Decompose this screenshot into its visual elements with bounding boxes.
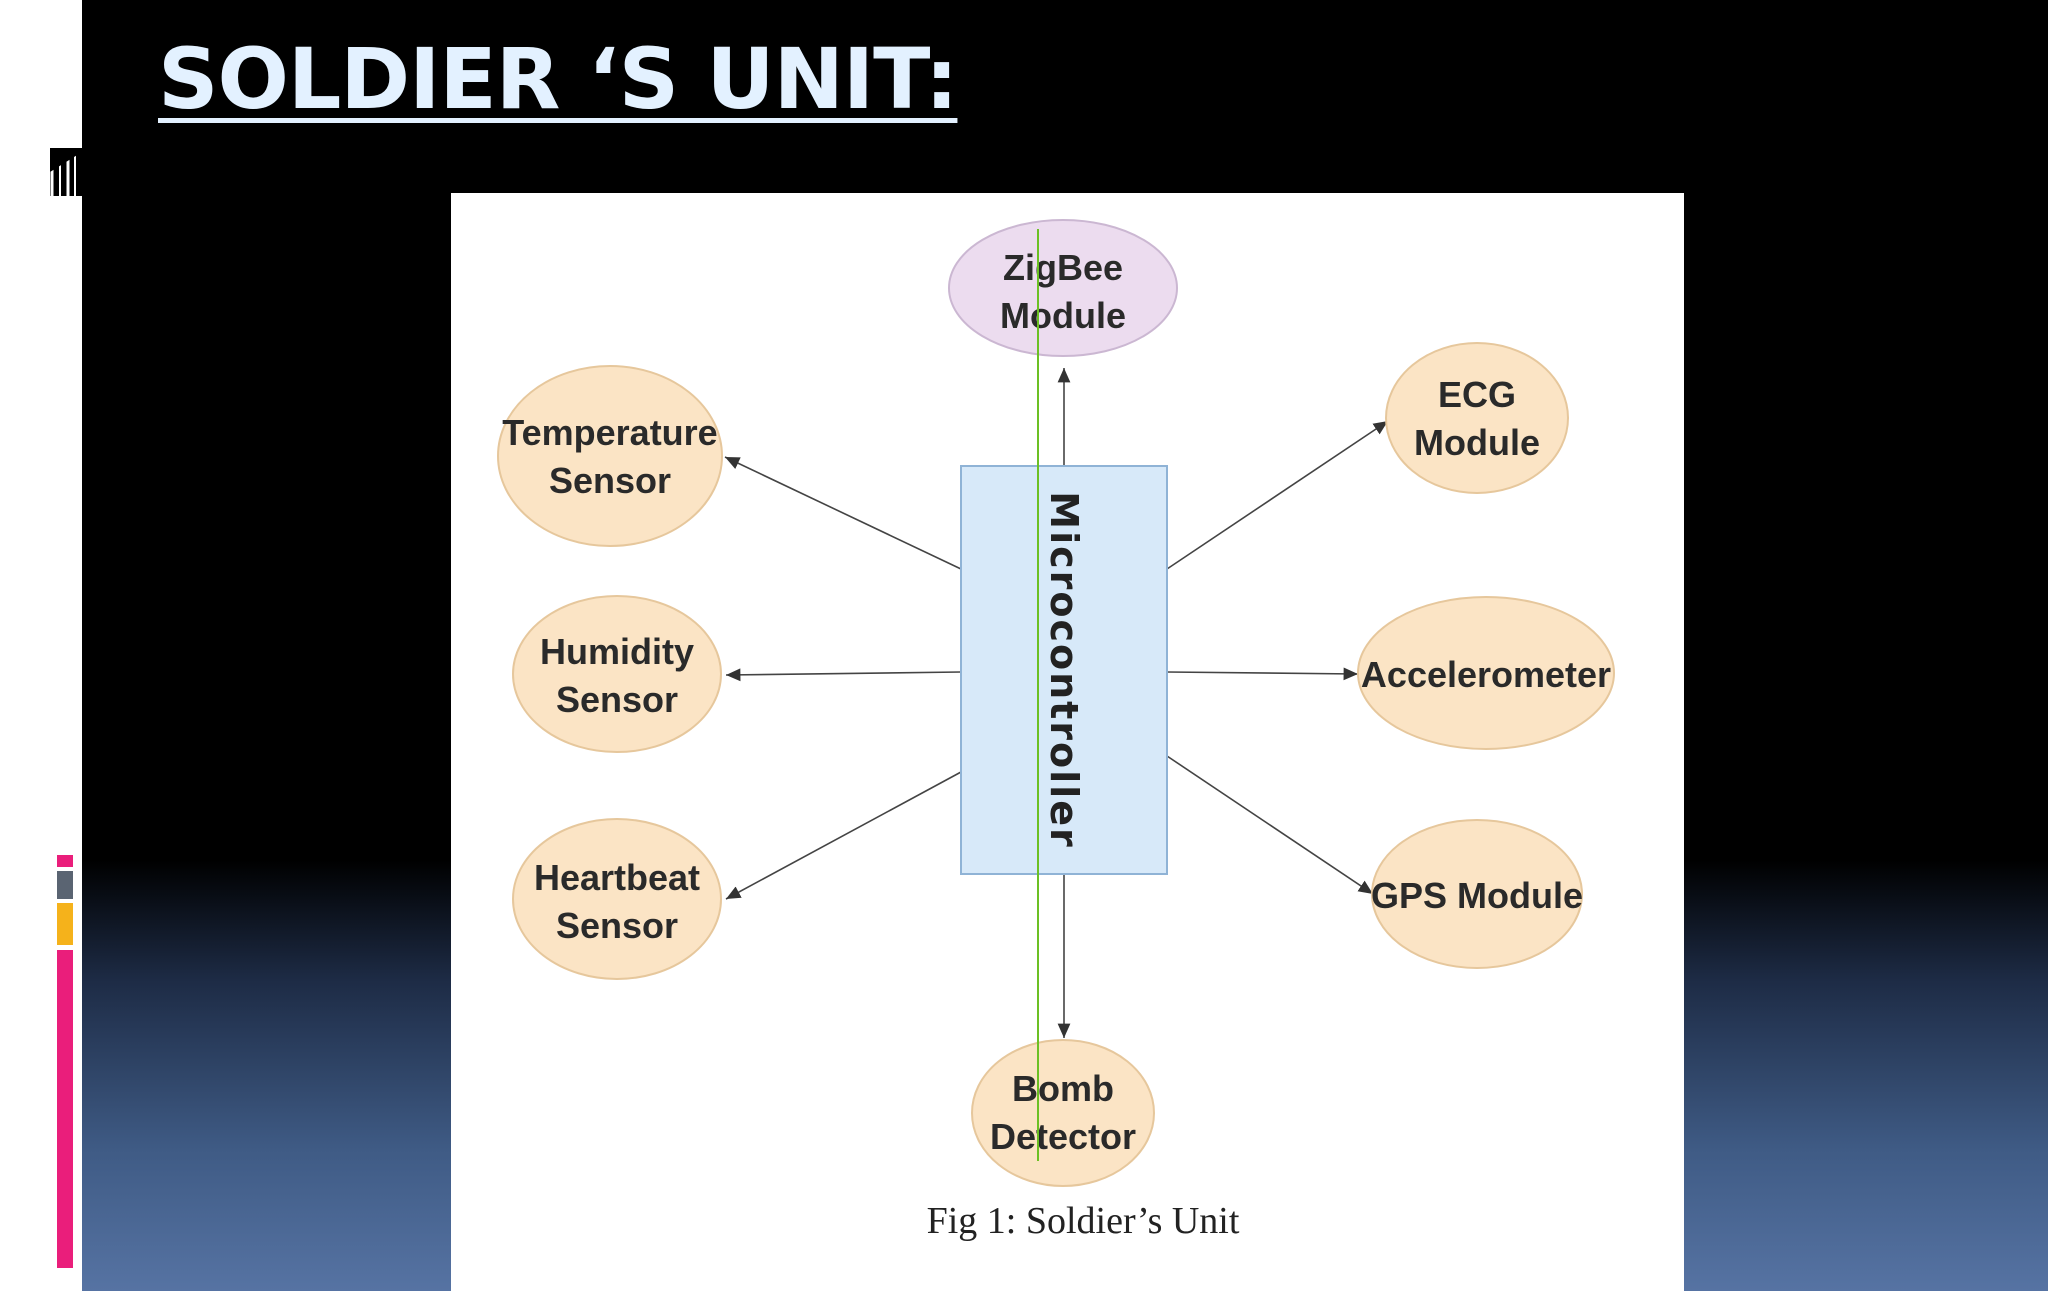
node-accelerometer: Accelerometer xyxy=(1357,596,1615,750)
zigbee-label-line1: ZigBee xyxy=(1003,247,1123,288)
heartbeat-label-line1: Heartbeat xyxy=(534,857,700,898)
left-decor-strip xyxy=(0,0,82,1291)
bomb-label-line1: Bomb xyxy=(1012,1068,1114,1109)
diagram-panel: Microcontroller ZigBee Module Temperatur… xyxy=(451,193,1684,1291)
arrow-to-gps xyxy=(1166,755,1374,895)
arrow-to-heartbeat xyxy=(725,771,962,900)
node-gps: GPS Module xyxy=(1371,819,1583,969)
accent-bar-orange xyxy=(57,903,73,945)
accelerometer-label: Accelerometer xyxy=(1361,654,1611,695)
humidity-label-line1: Humidity xyxy=(540,631,694,672)
temperature-label-line2: Sensor xyxy=(549,460,671,501)
slide-title: SOLDIER ‘S UNIT: xyxy=(158,30,958,128)
ecg-label-line1: ECG xyxy=(1438,374,1516,415)
arrow-to-temperature xyxy=(724,456,962,570)
zigbee-label-line2: Module xyxy=(1000,295,1126,336)
heartbeat-label-line2: Sensor xyxy=(556,905,678,946)
microcontroller-label: Microcontroller xyxy=(1042,491,1086,848)
accent-bar-pink xyxy=(57,950,73,1268)
node-zigbee: ZigBee Module xyxy=(948,219,1178,357)
humidity-label-line2: Sensor xyxy=(556,679,678,720)
block-diagram: Microcontroller ZigBee Module Temperatur… xyxy=(497,219,1615,1242)
node-temperature: Temperature Sensor xyxy=(497,365,723,547)
gps-label: GPS Module xyxy=(1371,875,1583,916)
arrow-to-humidity xyxy=(725,668,962,682)
microcontroller-box xyxy=(960,465,1168,875)
temperature-label-line1: Temperature xyxy=(502,412,717,453)
arrow-to-ecg xyxy=(1166,420,1389,570)
figure-caption: Fig 1: Soldier’s Unit xyxy=(927,1200,1240,1242)
node-ecg: ECG Module xyxy=(1385,342,1569,494)
arrow-to-accelerometer xyxy=(1166,667,1359,681)
accent-bar-pink-top xyxy=(57,855,73,867)
node-bomb-detector: Bomb Detector xyxy=(971,1039,1155,1187)
accent-bar-gray xyxy=(57,871,73,899)
connectors xyxy=(724,368,1389,1038)
barcode-decor xyxy=(50,148,82,196)
ecg-label-line2: Module xyxy=(1414,422,1540,463)
bomb-label-line2: Detector xyxy=(990,1116,1136,1157)
node-heartbeat: Heartbeat Sensor xyxy=(512,818,722,980)
node-humidity: Humidity Sensor xyxy=(512,595,722,753)
